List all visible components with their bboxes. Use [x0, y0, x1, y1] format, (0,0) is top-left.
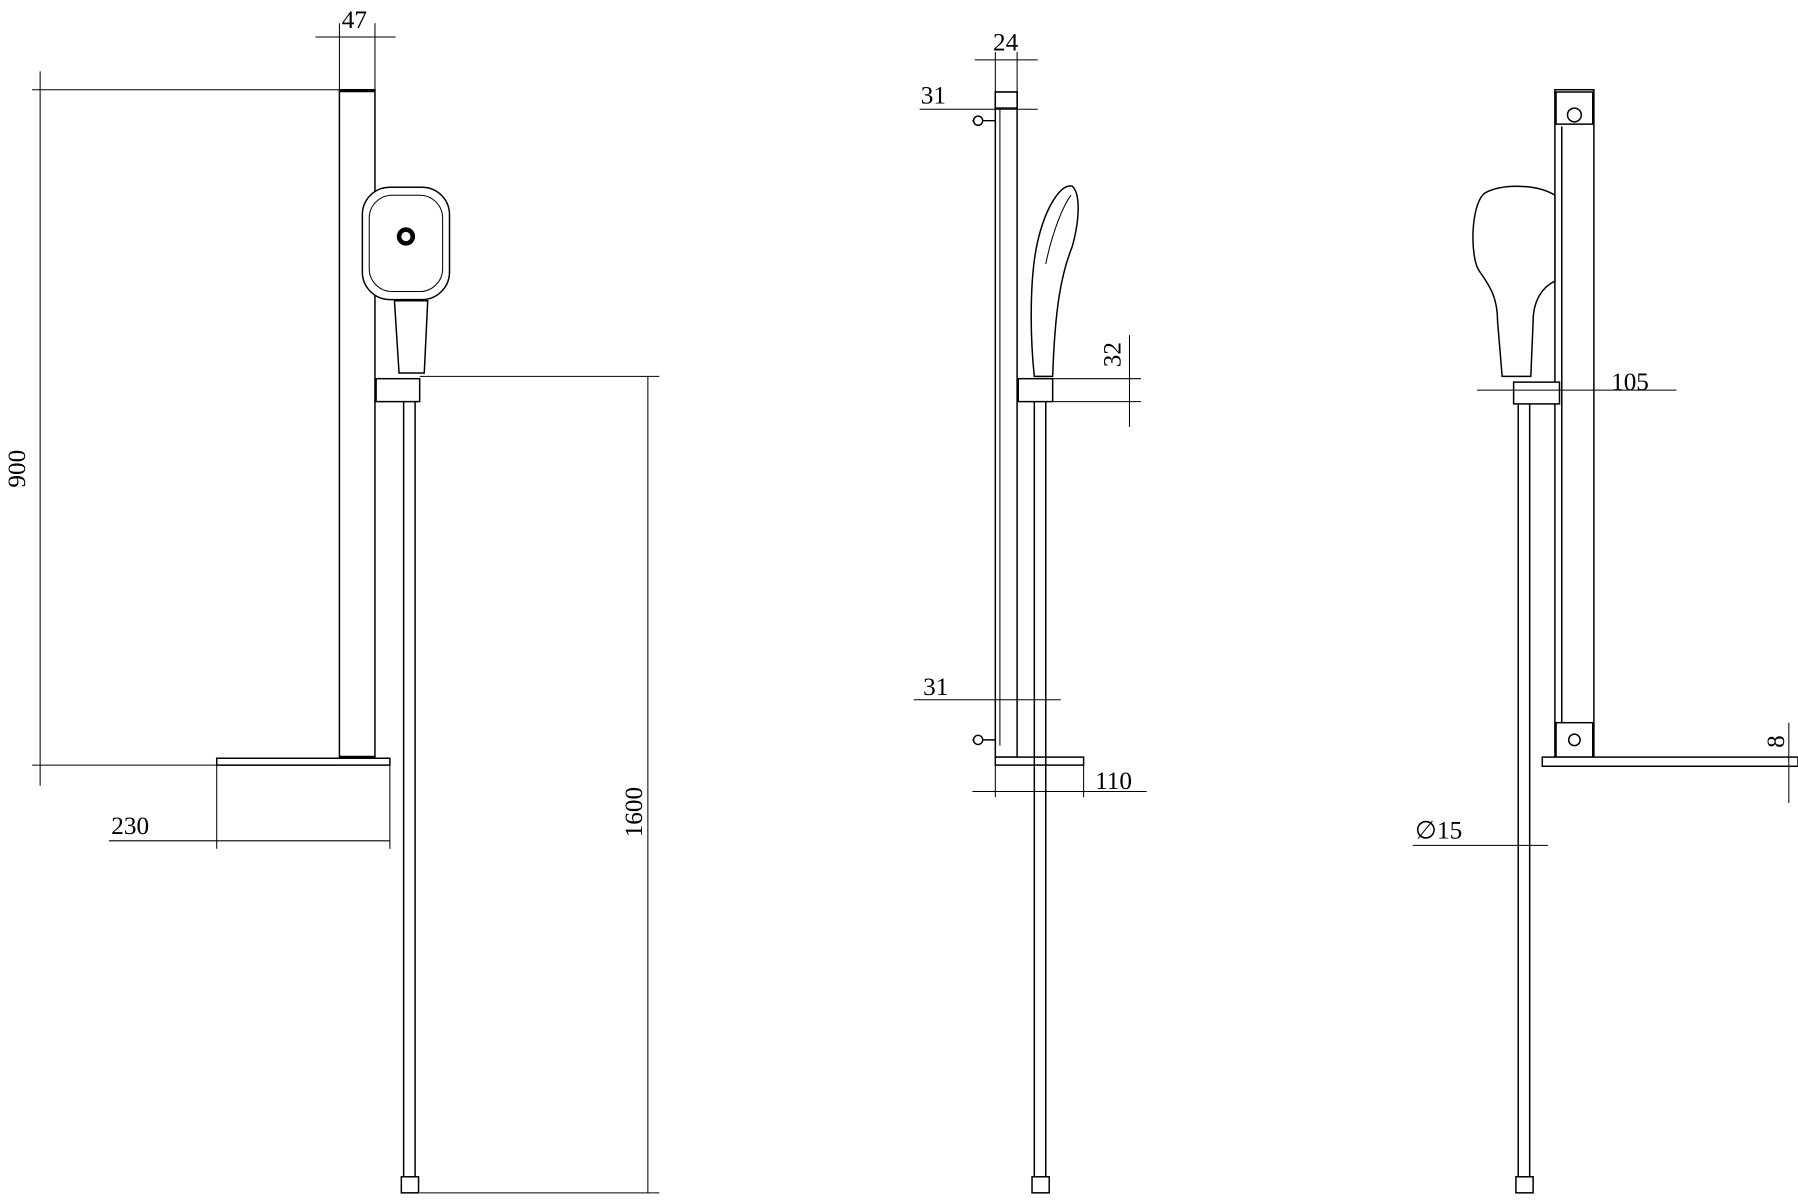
dim-top-bracket: 31: [921, 82, 946, 109]
back-shelf: [1541, 756, 1798, 768]
spray-nozzles: [396, 227, 416, 246]
front-holder: [375, 377, 421, 403]
side-shelf: [994, 756, 1085, 766]
hose-end: [400, 1176, 420, 1194]
dim-bar-height: 900: [4, 450, 31, 488]
screw-icon: [972, 115, 996, 127]
hose-end: [1515, 1176, 1534, 1194]
shower-head-back: [1472, 185, 1556, 378]
dim-hose-length: 1600: [621, 787, 648, 837]
side-rail-bar: [994, 91, 1018, 758]
dim-hose-diameter: ∅15: [1415, 818, 1462, 845]
screw-icon: [972, 734, 996, 746]
front-shelf: [215, 757, 391, 766]
dim-holder-projection: 105: [1611, 369, 1649, 396]
dim-holder-height: 32: [1099, 342, 1126, 367]
dim-bar-width: 47: [342, 7, 367, 34]
side-holder: [1017, 377, 1054, 403]
back-rail-bar: [1554, 88, 1595, 758]
front-view: 47 900 230 1600: [4, 7, 660, 1194]
dim-shelf-depth: 110: [1095, 768, 1132, 795]
dim-bar-depth: 24: [993, 30, 1019, 57]
back-view: 8 105 ∅15: [1412, 88, 1798, 1194]
screw-icon: [1567, 733, 1581, 747]
screw-icon: [1566, 107, 1583, 123]
dim-shelf-width: 230: [111, 813, 149, 840]
dim-bottom-bracket: 31: [923, 674, 948, 701]
side-view: 24 31 31 110 32: [913, 30, 1147, 1194]
dim-shelf-thickness: 8: [1763, 735, 1790, 748]
back-holder: [1512, 381, 1561, 405]
shower-head-side: [1030, 185, 1079, 378]
hose-end: [1031, 1176, 1050, 1194]
shower-handle-front: [393, 299, 429, 374]
front-rail-bar: [338, 88, 376, 759]
